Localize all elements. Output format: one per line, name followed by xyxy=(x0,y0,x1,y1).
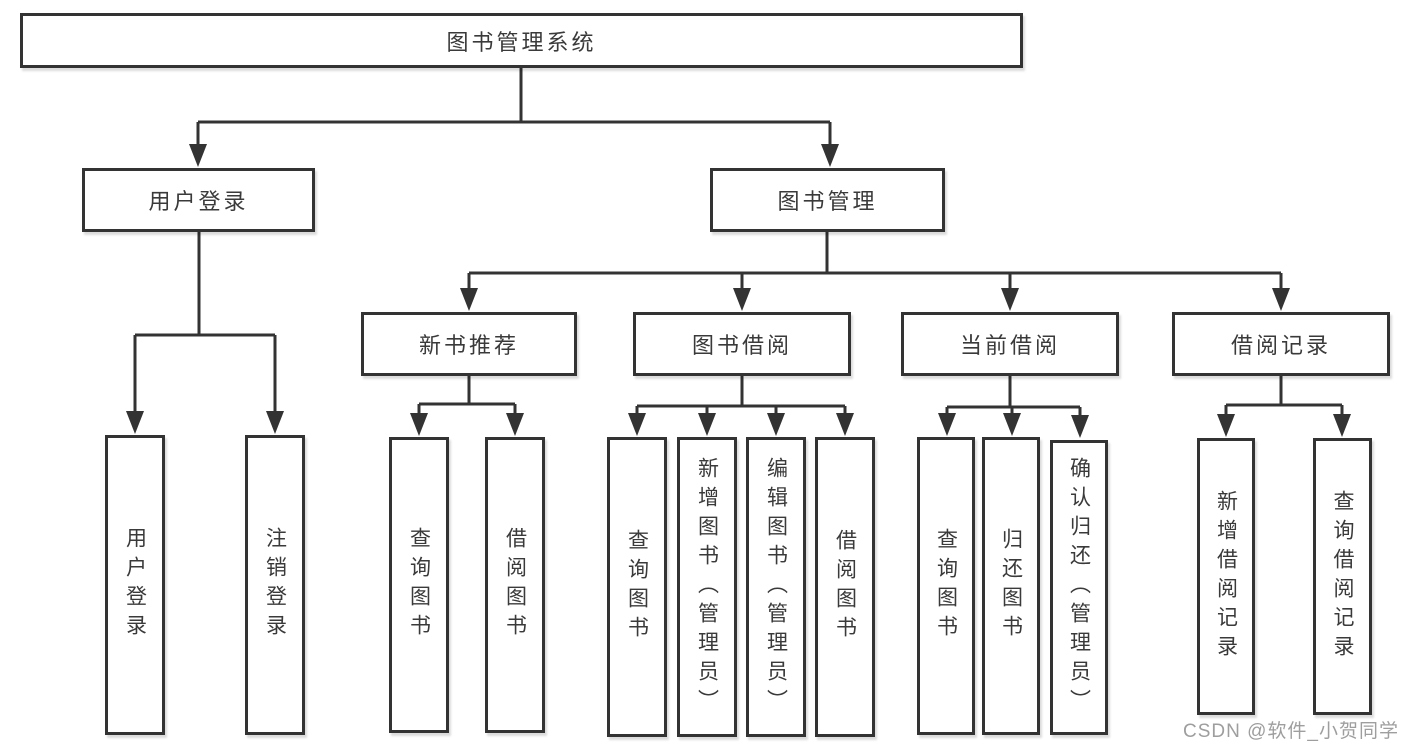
leaf-edit-books-admin-label: 编辑图书（管理员） xyxy=(764,456,788,718)
node-book-management: 图书管理 xyxy=(710,168,945,232)
connector-book-borrow xyxy=(635,376,847,418)
leaf-user-login: 用户登录 xyxy=(105,435,165,735)
leaf-borrow-books-recommend-label: 借阅图书 xyxy=(503,527,527,643)
node-new-book-recommend: 新书推荐 xyxy=(361,312,577,376)
leaf-logout-label: 注销登录 xyxy=(263,527,287,643)
leaf-add-borrow-record: 新增借阅记录 xyxy=(1197,438,1255,715)
leaf-borrow-books-recommend: 借阅图书 xyxy=(485,437,545,733)
node-root-label: 图书管理系统 xyxy=(446,29,597,55)
node-book-borrow-label: 图书借阅 xyxy=(691,333,792,358)
node-current-borrow-label: 当前借阅 xyxy=(959,333,1060,358)
leaf-user-login-label: 用户登录 xyxy=(123,527,147,643)
leaf-borrow-books-label: 借阅图书 xyxy=(833,529,857,645)
leaf-query-borrow-record: 查询借阅记录 xyxy=(1313,438,1372,715)
arrowheads xyxy=(126,144,1351,438)
leaf-add-books-admin-label: 新增图书（管理员） xyxy=(695,456,719,718)
node-new-book-recommend-label: 新书推荐 xyxy=(418,333,519,358)
leaf-return-books: 归还图书 xyxy=(982,437,1040,735)
watermark-text: CSDN @软件_小贺同学 xyxy=(1183,721,1399,742)
node-user-login-label: 用户登录 xyxy=(148,189,249,214)
leaf-query-books-current-label: 查询图书 xyxy=(934,528,958,644)
node-book-borrow: 图书借阅 xyxy=(633,312,851,376)
leaf-confirm-return-admin: 确认归还（管理员） xyxy=(1050,440,1108,735)
node-root: 图书管理系统 xyxy=(20,13,1023,68)
leaf-query-books-borrow-label: 查询图书 xyxy=(625,529,649,645)
connector-root xyxy=(196,68,832,150)
connector-new-book xyxy=(417,376,517,418)
node-borrow-records: 借阅记录 xyxy=(1172,312,1390,376)
leaf-logout: 注销登录 xyxy=(245,435,305,735)
leaf-query-books-recommend: 查询图书 xyxy=(389,437,449,733)
leaf-query-borrow-record-label: 查询借阅记录 xyxy=(1331,489,1354,664)
leaf-query-books-recommend-label: 查询图书 xyxy=(407,527,431,643)
leaf-borrow-books: 借阅图书 xyxy=(815,437,875,737)
leaf-edit-books-admin: 编辑图书（管理员） xyxy=(746,437,806,737)
connector-borrow-records xyxy=(1224,376,1344,418)
node-borrow-records-label: 借阅记录 xyxy=(1230,333,1331,358)
connector-current-borrow xyxy=(945,376,1082,418)
leaf-query-books-current: 查询图书 xyxy=(917,437,975,735)
connector-book-management xyxy=(467,232,1283,292)
connector-user-login xyxy=(133,232,277,415)
leaf-confirm-return-admin-label: 确认归还（管理员） xyxy=(1067,457,1091,718)
leaf-add-books-admin: 新增图书（管理员） xyxy=(677,437,737,737)
leaf-query-books-borrow: 查询图书 xyxy=(607,437,667,737)
leaf-return-books-label: 归还图书 xyxy=(999,528,1023,644)
node-current-borrow: 当前借阅 xyxy=(901,312,1119,376)
node-book-management-label: 图书管理 xyxy=(777,189,878,214)
node-user-login: 用户登录 xyxy=(82,168,315,232)
leaf-add-borrow-record-label: 新增借阅记录 xyxy=(1214,489,1238,664)
